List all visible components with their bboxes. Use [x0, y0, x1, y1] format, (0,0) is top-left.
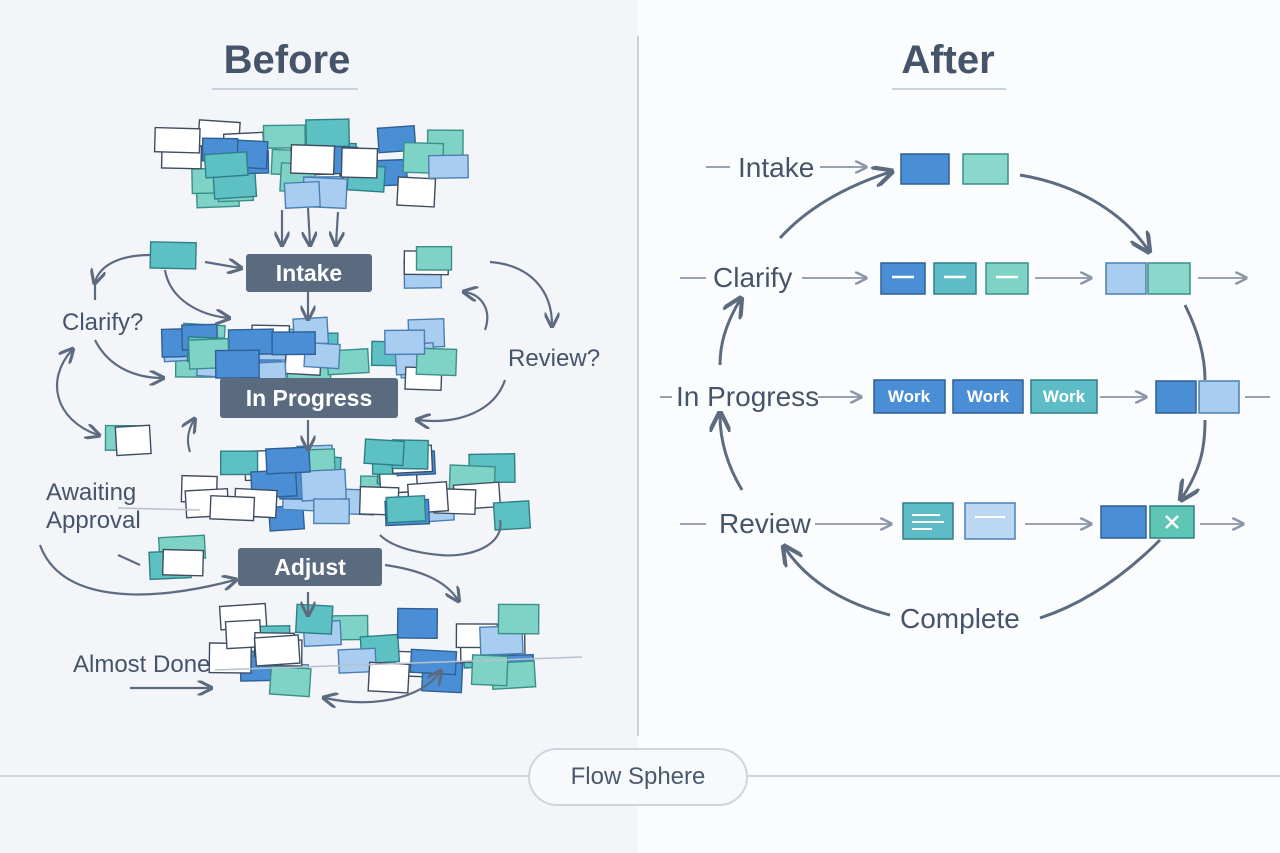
task-card — [305, 118, 351, 148]
work-card-label: Work — [967, 387, 1010, 406]
footer-rule-left — [0, 775, 528, 777]
footer-rule-right — [748, 775, 1280, 777]
before-stage-in-progress-label: In Progress — [246, 385, 373, 411]
review-question-label: Review? — [508, 345, 600, 372]
before-stage-adjust-label: Adjust — [274, 554, 346, 580]
task-card — [253, 634, 301, 667]
task-card — [209, 494, 256, 522]
task-card — [219, 450, 259, 476]
almost-done-label: Almost Done — [73, 651, 210, 678]
task-card — [470, 654, 509, 687]
task-card — [294, 603, 334, 635]
before-title-underline — [212, 88, 358, 90]
awaiting-approval-label-line1: Awaiting — [46, 479, 136, 506]
task-card — [289, 144, 336, 176]
brand-pill: Flow Sphere — [528, 748, 748, 806]
after-work-cards: Work Work Work — [873, 379, 1240, 414]
clarify-question-label: Clarify? — [62, 309, 143, 336]
task-card — [300, 468, 348, 502]
task-card — [415, 245, 453, 271]
task-card — [265, 446, 311, 475]
task-card — [385, 494, 427, 524]
after-review-cards — [902, 502, 1195, 540]
after-title-underline — [892, 88, 1006, 90]
before-guide-lines — [117, 507, 583, 671]
task-card — [271, 331, 316, 356]
before-stage-intake: Intake — [246, 254, 372, 292]
after-row-connectors — [660, 167, 1270, 524]
after-stage-in-progress: In Progress — [676, 381, 819, 412]
panel-divider — [637, 36, 639, 736]
after-cycle-arrows — [720, 172, 1207, 620]
after-panel — [638, 0, 1280, 853]
task-card — [262, 124, 306, 149]
before-card-clusters — [104, 118, 540, 698]
task-card — [114, 424, 152, 457]
task-card — [363, 438, 406, 467]
task-card — [396, 607, 439, 640]
task-card — [492, 500, 532, 531]
task-card — [340, 147, 379, 179]
after-clarify-cards — [880, 262, 1191, 295]
before-stage-intake-label: Intake — [276, 260, 342, 286]
task-card — [268, 665, 312, 698]
after-title: After — [901, 38, 995, 82]
task-card — [497, 603, 540, 635]
work-card-label: Work — [888, 387, 931, 406]
close-icon — [1165, 515, 1179, 529]
task-card — [161, 548, 205, 577]
work-card-label: Work — [1043, 387, 1086, 406]
after-stage-complete: Complete — [900, 603, 1020, 634]
task-card — [214, 349, 260, 379]
after-stage-clarify: Clarify — [713, 262, 792, 293]
task-card — [153, 126, 201, 154]
task-card — [396, 176, 437, 208]
after-stage-review: Review — [719, 508, 812, 539]
awaiting-approval-label-line2: Approval — [46, 507, 141, 534]
before-stage-adjust: Adjust — [238, 548, 382, 586]
task-card — [283, 180, 321, 209]
before-title: Before — [223, 38, 351, 82]
task-card — [149, 241, 197, 270]
task-card — [415, 347, 458, 377]
after-intake-cards — [900, 153, 1009, 185]
task-card — [313, 498, 350, 525]
task-card — [367, 661, 411, 694]
before-stage-in-progress: In Progress — [220, 378, 398, 418]
task-card — [384, 329, 426, 356]
task-card — [427, 154, 469, 180]
task-card — [203, 151, 249, 179]
before-arrows — [38, 207, 552, 702]
after-stage-intake: Intake — [738, 152, 814, 183]
